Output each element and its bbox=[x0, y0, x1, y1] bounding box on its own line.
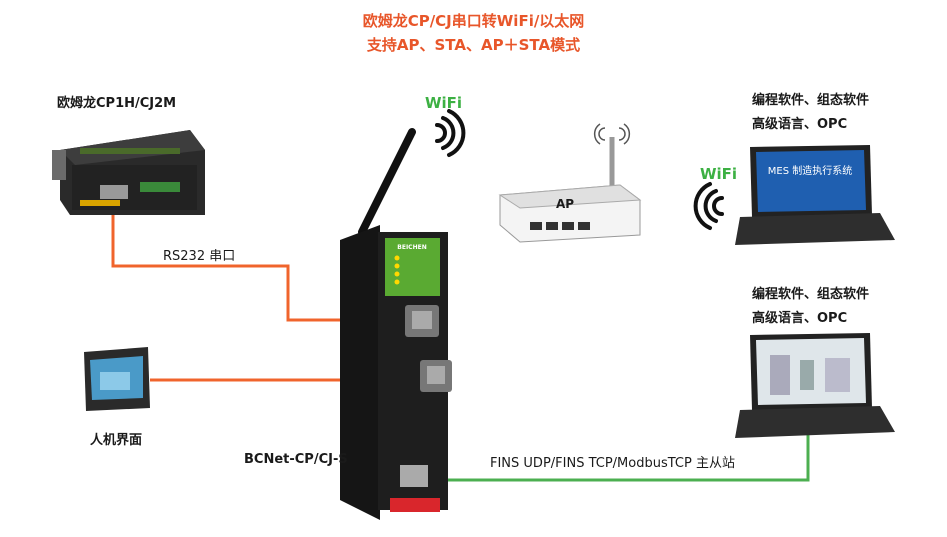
laptop-top-label-line1: 编程软件、组态软件 bbox=[752, 93, 870, 108]
laptop-bottom bbox=[735, 333, 895, 438]
wifi-label-right: WiFi bbox=[700, 165, 738, 183]
laptop-top-label-line2: 高级语言、OPC bbox=[752, 117, 848, 132]
router-signal-icon bbox=[593, 123, 631, 145]
diagram-title-line2: 支持AP、STA、AP＋STA模式 bbox=[366, 36, 581, 54]
plc-label: 欧姆龙CP1H/CJ2M bbox=[57, 96, 177, 111]
wifi-signal-icon-right bbox=[693, 182, 724, 230]
diagram-title-line1: 欧姆龙CP/CJ串口转WiFi/以太网 bbox=[362, 12, 585, 30]
gateway-label: BCNet-CP/CJ-S bbox=[244, 452, 348, 467]
laptop-bottom-label-line2: 高级语言、OPC bbox=[752, 311, 848, 326]
rs232-label: RS232 串口 bbox=[163, 249, 236, 264]
laptop-top bbox=[735, 145, 895, 245]
gateway-device bbox=[340, 225, 452, 520]
hmi-device bbox=[84, 347, 150, 411]
rs232-plc-line bbox=[111, 200, 415, 322]
plc-device bbox=[52, 130, 205, 215]
laptop-top-screen-title: MES 制造执行系统 bbox=[768, 164, 852, 177]
router-device bbox=[498, 137, 642, 243]
router-label: AP bbox=[556, 197, 575, 211]
wifi-label-top: WiFi bbox=[425, 94, 463, 112]
ethernet-protocol-label: FINS UDP/FINS TCP/ModbusTCP 主从站 bbox=[490, 456, 735, 471]
laptop-bottom-label-line1: 编程软件、组态软件 bbox=[752, 287, 870, 302]
gateway-antenna bbox=[358, 128, 416, 236]
wifi-signal-icon-top bbox=[435, 109, 466, 157]
gateway-brand: BEICHEN bbox=[397, 244, 426, 251]
hmi-label: 人机界面 bbox=[90, 433, 143, 448]
ethernet-line bbox=[415, 428, 810, 482]
